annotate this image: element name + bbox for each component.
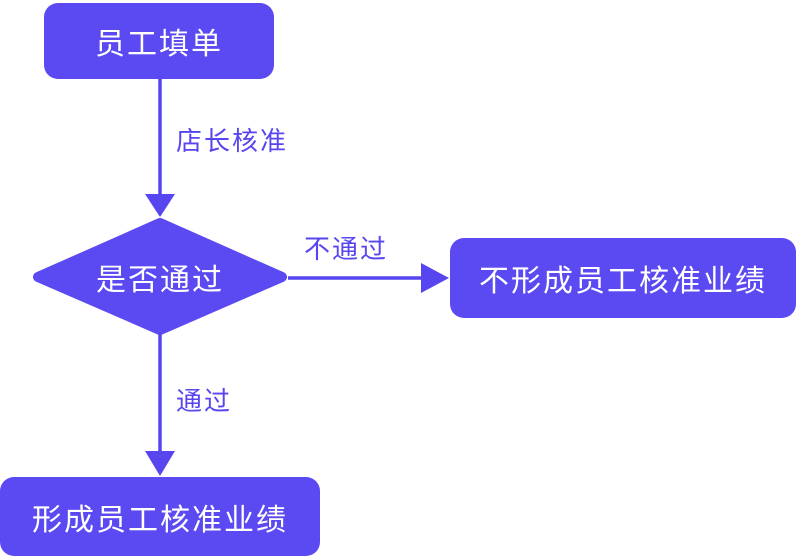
node-approve: 形成员工核准业绩 (0, 477, 320, 556)
edge-label-not-passed: 不通过 (304, 235, 389, 265)
node-decision: 是否通过 (33, 218, 287, 335)
node-reject: 不形成员工核准业绩 (450, 238, 796, 318)
arrow-down-icon (145, 194, 175, 217)
node-start: 员工填单 (44, 3, 274, 79)
node-reject-label: 不形成员工核准业绩 (479, 264, 767, 299)
node-start-label: 员工填单 (95, 27, 223, 62)
arrow-down-icon (145, 451, 175, 476)
arrow-right-icon (421, 263, 449, 293)
node-decision-label: 是否通过 (96, 262, 224, 298)
node-approve-label: 形成员工核准业绩 (32, 502, 288, 538)
edge-label-passed: 通过 (176, 387, 233, 417)
decision-node-shape (33, 218, 287, 335)
edge-label-manager-approval: 店长核准 (176, 127, 289, 157)
